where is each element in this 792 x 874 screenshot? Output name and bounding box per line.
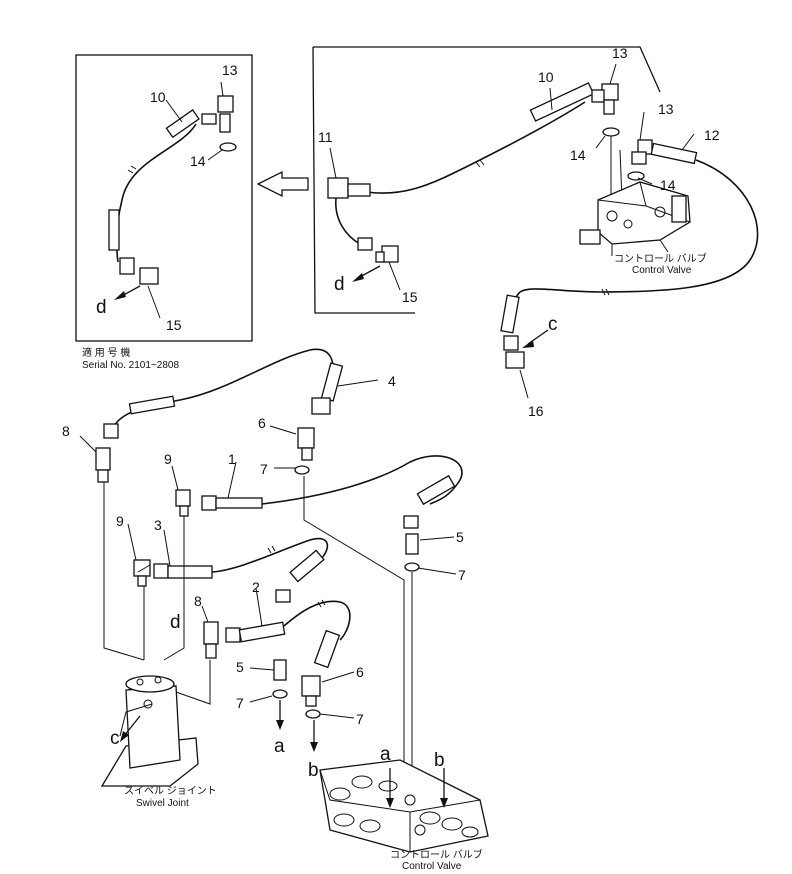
callout-12: 12 [704,127,720,143]
callout-5: 5 [236,659,244,675]
lower-piping [79,348,463,800]
control-valve-en-label: Control Valve [402,861,462,870]
inset-box-serial-variant [75,54,253,342]
main-upper-box [312,46,661,314]
serial-label-en: Serial No. 2101~2808 [82,360,179,371]
inset-pointer-arrow [256,170,309,198]
callout-2: 2 [252,579,260,595]
letter-b: b [434,750,445,771]
callout-6: 6 [356,664,364,680]
callout-7: 7 [236,695,244,711]
letter-a: a [380,744,391,765]
letter-b: b [308,760,319,781]
callout-10: 10 [538,69,554,85]
callout-7: 7 [356,711,364,727]
callout-8: 8 [62,423,70,439]
letter-d: d [170,612,181,633]
callout-14: 14 [190,153,206,169]
letter-c: c [110,728,120,749]
callout-13: 13 [612,45,628,61]
callout-6: 6 [258,415,266,431]
letter-d: d [334,274,345,295]
callout-11: 11 [318,129,333,145]
callout-15: 15 [166,317,182,333]
control-valve-bottom [319,759,489,853]
letter-a: a [274,736,285,757]
letter-d: d [96,297,107,318]
control-valve-en-label: Control Valve [632,265,692,276]
letter-c: c [548,314,558,335]
callout-3: 3 [154,517,162,533]
serial-label-jp: 適 用 号 機 [82,346,130,359]
callout-14: 14 [660,177,676,193]
callout-13: 13 [222,62,238,78]
swivel-joint-jp-label: スイベル ジョイント [124,785,217,797]
callout-5: 5 [456,529,464,545]
callout-10: 10 [150,89,166,105]
callout-15: 15 [402,289,418,305]
swivel-joint [100,675,199,787]
swivel-joint-en-label: Swivel Joint [136,798,189,809]
control-valve-jp-label: コントロール バルブ [614,252,707,265]
callout-1: 1 [228,451,236,467]
callout-4: 4 [388,373,396,389]
callout-9: 9 [116,513,124,529]
callout-7: 7 [260,461,268,477]
callout-9: 9 [164,451,172,467]
callout-14: 14 [570,147,586,163]
callout-8: 8 [194,593,202,609]
callout-13: 13 [658,101,674,117]
control-valve-jp-label: コントロール バルブ [390,848,483,861]
control-valve-top [500,111,759,399]
callout-16: 16 [528,403,544,419]
callout-7: 7 [458,567,466,583]
